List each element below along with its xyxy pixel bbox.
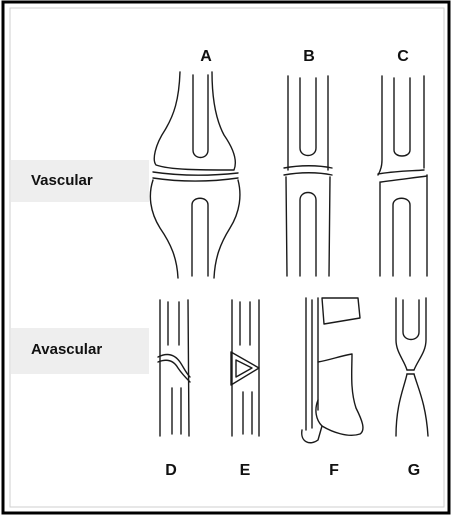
bone-f	[302, 298, 363, 443]
label-f: F	[324, 462, 344, 480]
label-d: D	[161, 462, 181, 480]
label-g: G	[404, 462, 424, 480]
label-c: C	[393, 48, 413, 66]
row-label-vascular: Vascular	[31, 172, 93, 189]
row-label-avascular: Avascular	[31, 341, 102, 358]
label-a: A	[196, 48, 216, 66]
label-e: E	[235, 462, 255, 480]
inner-border	[10, 8, 444, 507]
bone-d	[158, 300, 190, 436]
bone-c	[378, 76, 427, 276]
bone-e	[231, 300, 259, 436]
bone-g	[396, 298, 428, 436]
bone-b	[284, 76, 332, 276]
label-b: B	[299, 48, 319, 66]
bone-a	[150, 72, 240, 278]
